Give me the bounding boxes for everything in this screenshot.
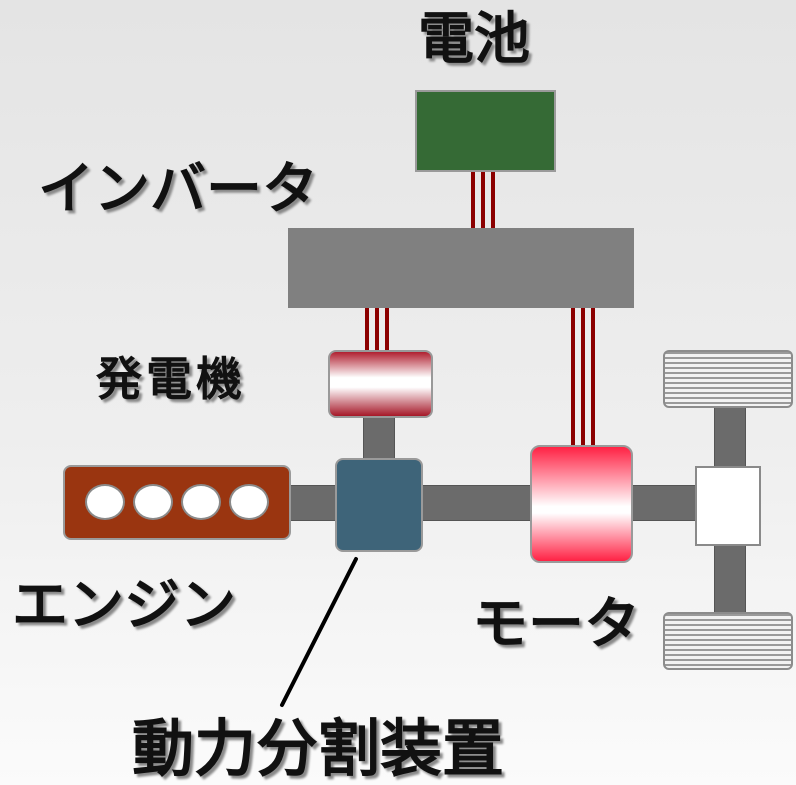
inverter-motor-wire [571,308,575,446]
battery-inverter-wire [481,172,485,228]
engine-cylinder [181,484,221,520]
differential-block [695,466,761,546]
motor-label: モータ [472,592,640,657]
power-split-pointer-line [280,557,358,707]
engine-cylinder [85,484,125,520]
inverter-generator-wire [375,308,379,351]
generator-shaft [363,416,395,462]
wheel-bottom [663,612,793,670]
engine-block [63,465,291,540]
inverter-block [288,228,634,308]
power-split-device-block [335,458,423,552]
engine-cylinder [133,484,173,520]
engine-label: エンジン [12,573,236,638]
power-split-device-label: 動力分割装置 [132,712,505,785]
battery-block [415,90,556,172]
generator-block [328,350,433,418]
wheel-top [663,350,793,408]
inverter-motor-wire [591,308,595,446]
battery-label: 電池 [418,7,530,72]
inverter-generator-wire [385,308,389,351]
engine-cylinder [229,484,269,520]
battery-inverter-wire [471,172,475,228]
inverter-motor-wire [581,308,585,446]
motor-block [530,445,633,563]
inverter-label: インバータ [38,157,318,222]
inverter-generator-wire [365,308,369,351]
generator-label: 発電機 [96,352,246,406]
battery-inverter-wire [491,172,495,228]
